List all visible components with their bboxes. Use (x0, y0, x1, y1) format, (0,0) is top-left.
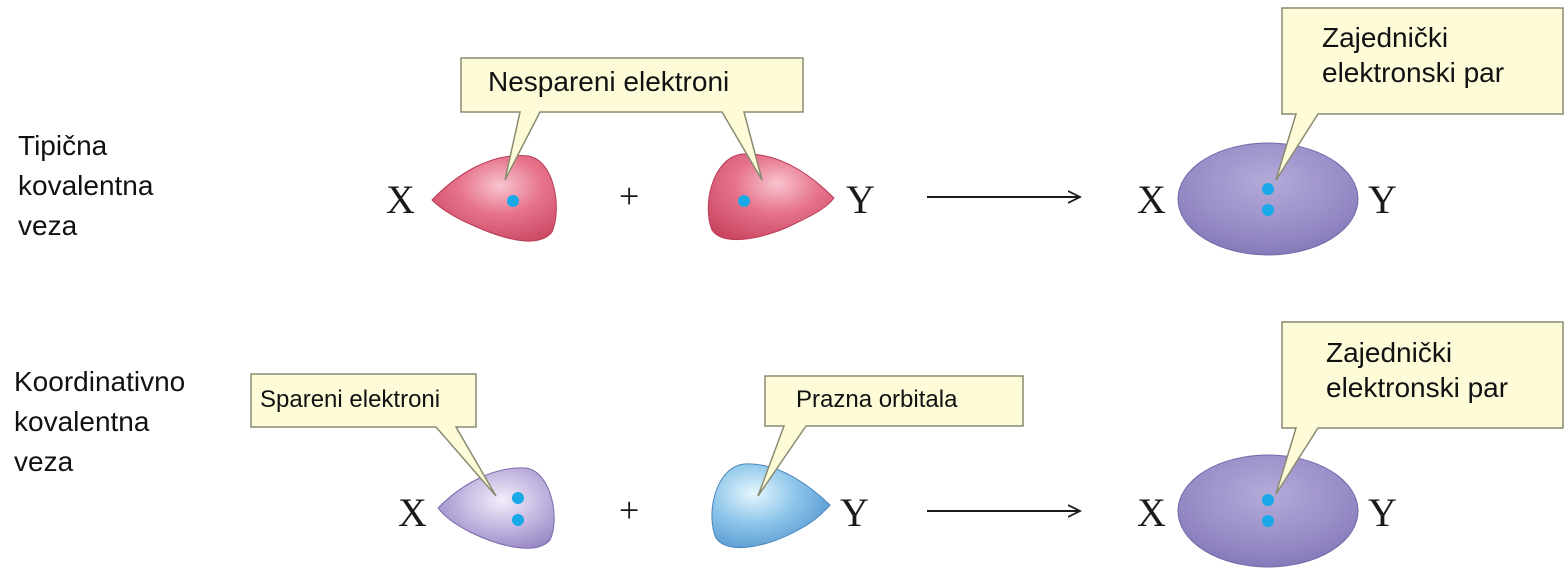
orbital-x-unpaired (431, 155, 557, 242)
row-label-line: kovalentna (18, 170, 154, 201)
callout-shared-pair (1275, 7, 1564, 181)
atom-x: X (1137, 177, 1166, 222)
electron-dot (512, 492, 524, 504)
electron-dot (507, 195, 519, 207)
row-label-line: Tipična (18, 130, 108, 161)
electron-dot (1262, 183, 1274, 195)
atom-x: X (398, 490, 427, 535)
callout-shared-pair (1275, 321, 1564, 495)
row-label-line: veza (18, 210, 78, 241)
plus-sign: + (619, 490, 640, 530)
callout-paired-electrons-text: Spareni elektroni (260, 386, 441, 413)
callout-shared-pair-text: Zajednički elektronski par (1322, 20, 1504, 90)
row-label-line: Koordinativno (14, 366, 186, 397)
row-label-line: veza (14, 446, 74, 477)
atom-y: Y (1368, 490, 1397, 535)
atom-y: Y (1368, 177, 1397, 222)
callout-line: elektronski par (1322, 57, 1505, 88)
orbital-y-empty (711, 463, 831, 549)
callout-paired-electrons (250, 373, 497, 497)
callout-unpaired-electrons (460, 57, 804, 181)
callout-unpaired-electrons-text: Nespareni elektroni (488, 66, 730, 97)
orbital-x-paired (437, 467, 555, 549)
callout-line: Zajednički (1326, 337, 1453, 368)
atom-y: Y (840, 490, 869, 535)
callout-line: Zajednički (1322, 22, 1449, 53)
atom-x: X (386, 177, 415, 222)
shared-orbital (1177, 454, 1359, 568)
row-label-line: kovalentna (14, 406, 150, 437)
orbital-y-unpaired (707, 153, 835, 241)
callout-line: elektronski par (1326, 372, 1509, 403)
shared-orbital (1177, 142, 1359, 256)
plus-sign: + (619, 176, 640, 216)
electron-dot (1262, 515, 1274, 527)
electron-dot (1262, 204, 1274, 216)
atom-y: Y (846, 177, 875, 222)
row-label-coordinate: Koordinativno kovalentna veza (14, 362, 185, 482)
electron-dot (738, 195, 750, 207)
row-label-typical: Tipična kovalentna veza (18, 126, 153, 246)
callout-empty-orbital-text: Prazna orbitala (796, 386, 958, 413)
atom-x: X (1137, 490, 1166, 535)
electron-dot (512, 514, 524, 526)
callout-empty-orbital (757, 375, 1024, 497)
callout-shared-pair-text: Zajednički elektronski par (1326, 335, 1508, 405)
electron-dot (1262, 494, 1274, 506)
